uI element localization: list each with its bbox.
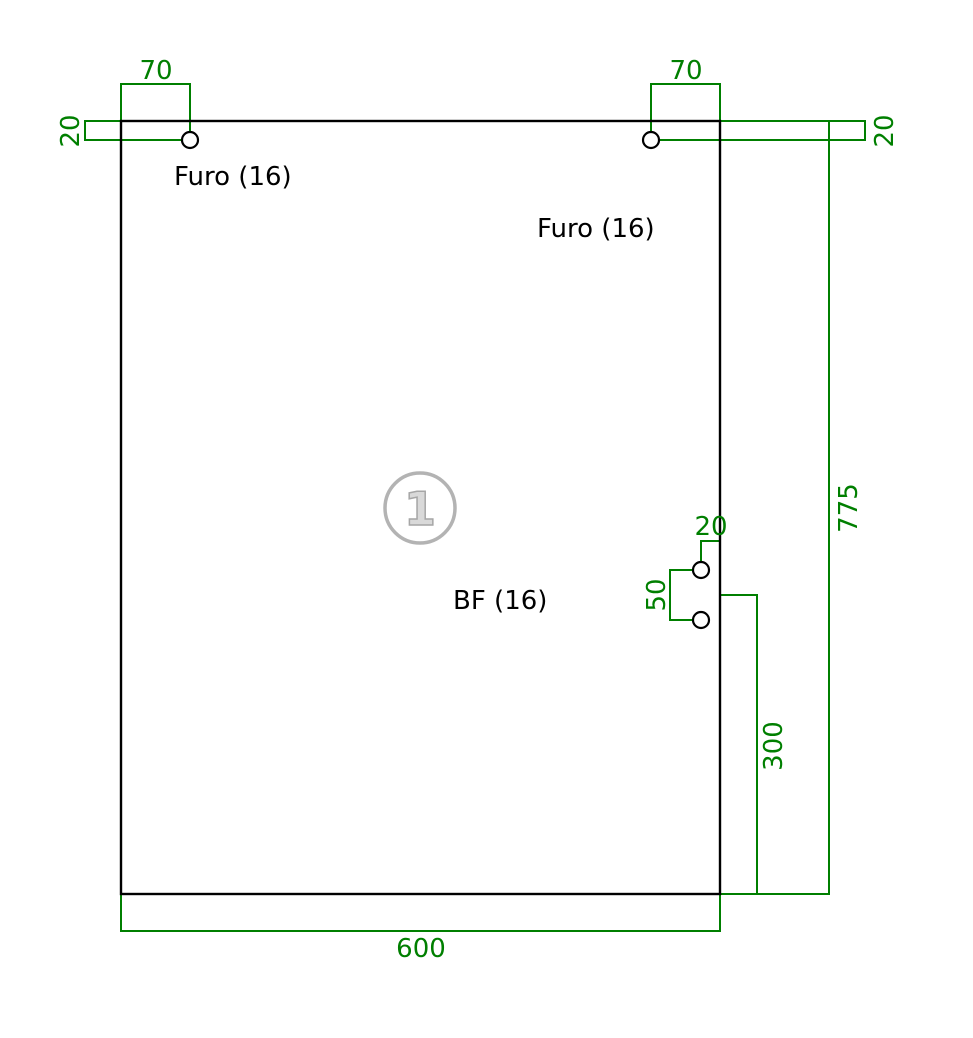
dim-text-height: 775 (834, 483, 864, 533)
dim-line-bf-spacing (669, 569, 701, 621)
hole-label-right: Furo (16) (537, 214, 655, 244)
hole-label-left: Furo (16) (174, 162, 292, 192)
dim-text-bf-spacing: 50 (642, 578, 672, 611)
dim-line-hole-right-x (650, 83, 721, 140)
dim-line-bf-height (720, 594, 758, 895)
dim-line-height (720, 120, 830, 895)
bf-label: BF (16) (453, 586, 547, 616)
dim-text-width: 600 (396, 934, 446, 964)
dim-text-hole-left-x: 70 (139, 56, 172, 86)
dim-line-hole-left-y (84, 120, 190, 141)
dim-text-hole-right-x: 70 (669, 56, 702, 86)
dim-text-hole-right-y: 20 (870, 114, 900, 147)
hole-top-left (180, 130, 200, 150)
dim-line-width (120, 894, 721, 932)
hole-top-right (641, 130, 661, 150)
dim-text-hole-left-y: 20 (56, 114, 86, 147)
dim-line-hole-left-x (120, 83, 191, 140)
part-number-text: 1 (404, 482, 436, 536)
dimension-lines (84, 83, 866, 932)
hole-bf-upper (691, 560, 711, 580)
hole-bf-lower (691, 610, 711, 630)
part-number-badge (383, 471, 457, 545)
dim-text-bf-offset: 20 (694, 512, 727, 542)
dim-text-bf-height: 300 (759, 721, 789, 771)
part-outline (119, 119, 722, 896)
dim-line-hole-right-y (651, 120, 866, 141)
